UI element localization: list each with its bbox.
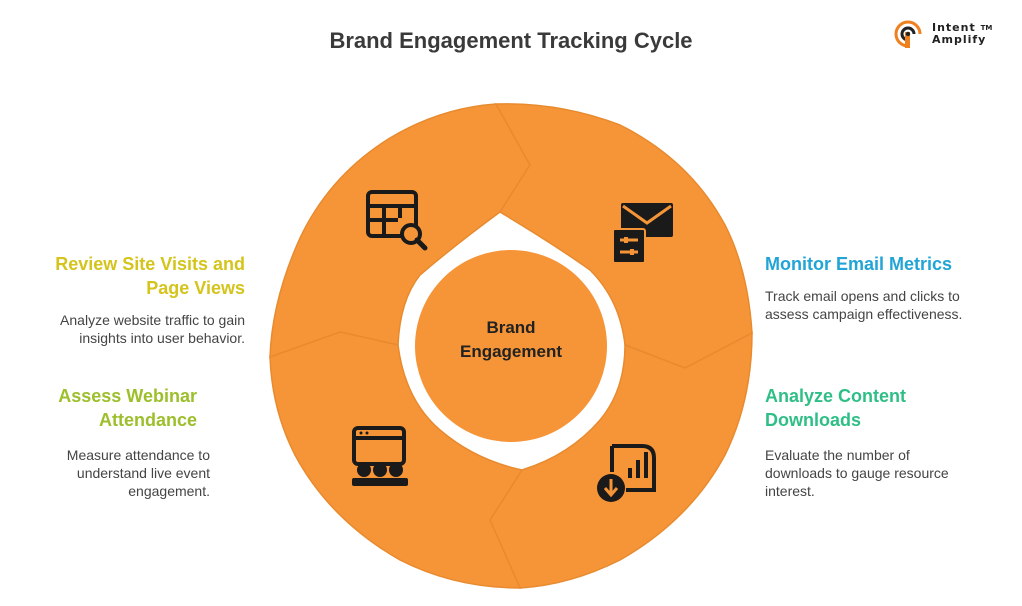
site-visits-description: Analyze website traffic to gain insights… [60,312,245,346]
downloads-description: Evaluate the number of downloads to gaug… [765,447,949,499]
segment-site-visits [269,103,531,359]
logo-wordmark: Intent TM Amplify [932,22,992,46]
document-download-icon [597,444,656,502]
email-report-icon [612,203,673,264]
webinar-audience-icon [352,426,408,486]
email-description: Track email opens and clicks to assess c… [765,288,963,322]
segment-webinar [269,331,524,589]
webinar-heading: Assess Webinar Attendance [58,386,197,430]
downloads-heading: Analyze Content Downloads [765,386,907,430]
logo-trademark: TM [980,24,993,32]
center-label: Brand Engagement [431,316,591,364]
table-search-icon [366,190,428,251]
logo-line2: Amplify [932,33,987,46]
email-heading: Monitor Email Metrics [765,254,953,274]
center-label-line2: Engagement [459,342,563,361]
logo-line1: Intent [932,21,976,34]
page-title: Brand Engagement Tracking Cycle [329,28,693,53]
intent-amplify-logo: Intent TM Amplify [888,14,1008,54]
broadcast-logo-icon [894,20,922,48]
site-visits-heading: Review Site Visits and Page Views [55,254,245,298]
segment-downloads [489,331,753,589]
webinar-description: Measure attendance to understand live ev… [66,447,210,499]
center-label-line1: Brand [486,318,536,337]
center-circle [415,250,607,442]
